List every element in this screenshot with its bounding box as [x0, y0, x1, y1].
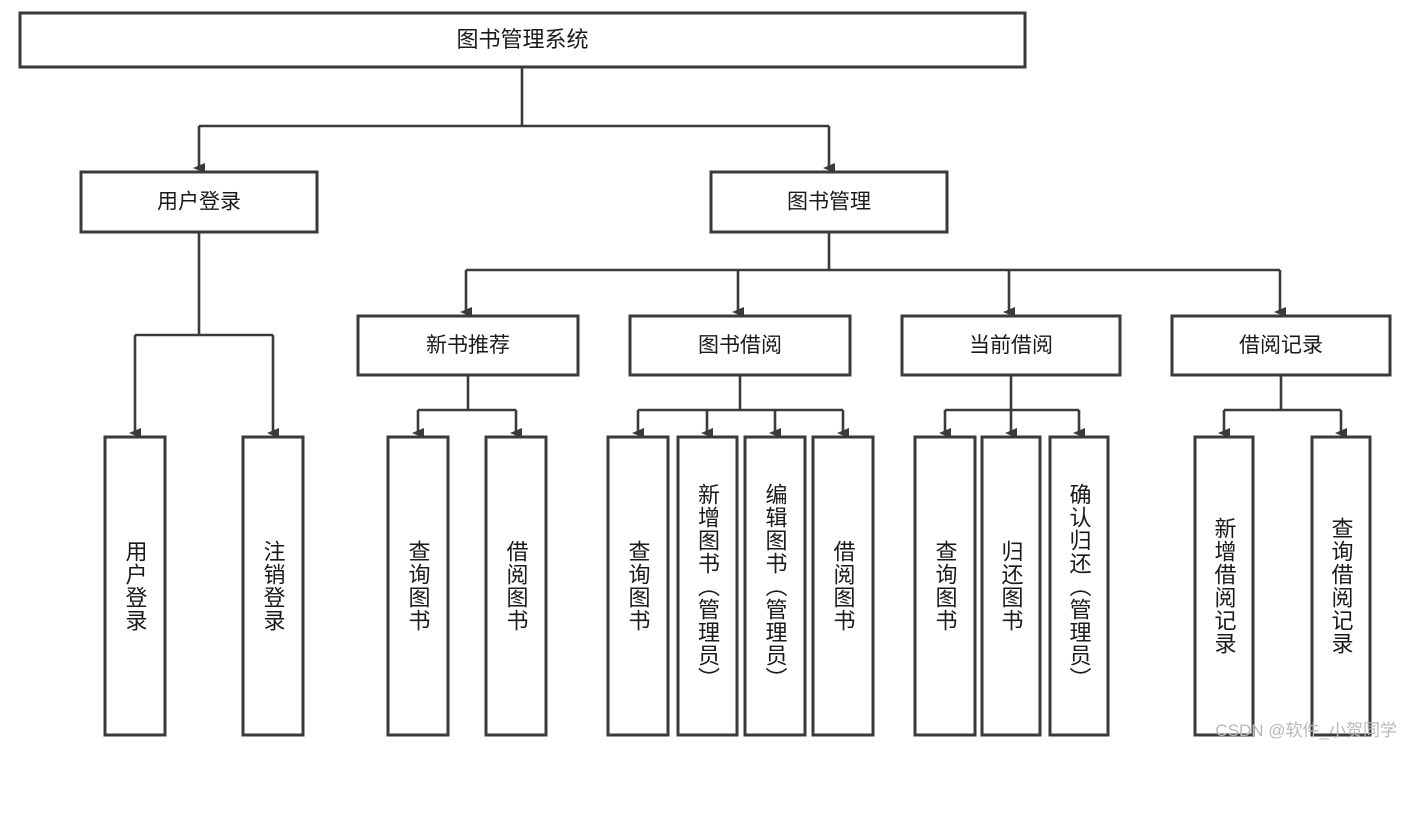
node-leaf-borrow-book-rec[interactable] [484, 435, 548, 737]
node-leaf-edit-book-admin[interactable] [743, 435, 807, 737]
node-label-current-borrow: 当前借阅 [969, 334, 1053, 357]
node-leaf-user-login[interactable] [103, 435, 167, 737]
node-label-borrow-record: 借阅记录 [1239, 334, 1323, 357]
node-label-user-login: 用户登录 [157, 191, 241, 214]
node-book-manage[interactable] [709, 170, 949, 234]
node-leaf-query-borrow-record[interactable] [1310, 435, 1372, 737]
node-leaf-query-book-current[interactable] [913, 435, 977, 737]
node-leaf-query-book-rec[interactable] [386, 435, 450, 737]
node-user-login[interactable] [79, 170, 319, 234]
boxes-layer [18, 11, 1392, 737]
node-borrow-record[interactable] [1170, 314, 1392, 377]
node-book-borrow[interactable] [628, 314, 852, 377]
node-label-book-manage: 图书管理 [787, 191, 871, 214]
node-leaf-query-book-borrow[interactable] [606, 435, 670, 737]
node-label-book-borrow: 图书借阅 [698, 334, 782, 357]
connectors-layer [129, 67, 1347, 438]
node-leaf-add-book-admin[interactable] [676, 435, 739, 737]
node-current-borrow[interactable] [900, 314, 1122, 377]
node-label-root: 图书管理系统 [456, 27, 588, 52]
node-leaf-confirm-return-admin[interactable] [1048, 435, 1110, 737]
node-leaf-user-logout[interactable] [241, 435, 305, 737]
node-label-new-book-rec: 新书推荐 [426, 334, 510, 357]
node-leaf-return-book[interactable] [980, 435, 1042, 737]
watermark-text: CSDN @软件_小贺同学 [1215, 721, 1397, 740]
node-new-book-rec[interactable] [356, 314, 580, 377]
node-leaf-borrow-book[interactable] [811, 435, 875, 737]
node-root[interactable] [18, 11, 1027, 69]
diagram-root: 图书管理系统用户登录图书管理新书推荐图书借阅当前借阅借阅记录 用户登录注销登录查… [18, 11, 1397, 740]
node-leaf-add-borrow-record[interactable] [1193, 435, 1255, 737]
